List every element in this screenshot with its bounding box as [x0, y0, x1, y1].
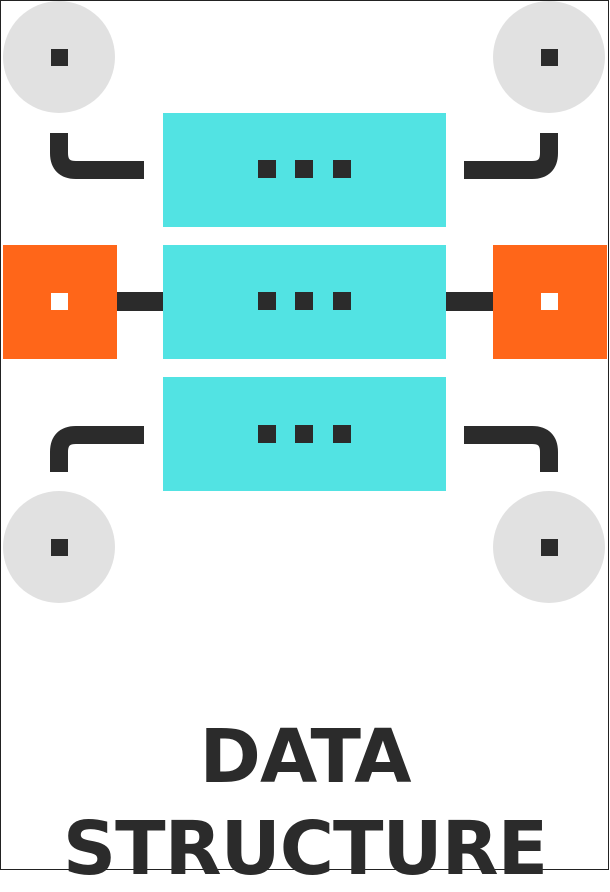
- indicator-dot: [333, 160, 351, 178]
- node-bottom-left: [3, 491, 115, 603]
- connector-top-left: [50, 133, 144, 179]
- indicator-dot: [333, 292, 351, 310]
- data-structure-diagram: [3, 1, 607, 603]
- indicator-dot: [258, 292, 276, 310]
- title-line-2: STRUCTURE: [62, 806, 548, 892]
- port-right: [493, 245, 607, 359]
- node-top-right: [493, 1, 605, 113]
- connector-top-right: [464, 133, 558, 179]
- indicator-dot: [295, 292, 313, 310]
- indicator-dot: [333, 425, 351, 443]
- title-line-1: DATA: [199, 714, 412, 800]
- connector-bottom-right: [464, 426, 558, 472]
- server-block-top: [163, 113, 446, 227]
- connector-bottom-left: [50, 426, 144, 472]
- node-top-left: [3, 1, 115, 113]
- server-block-middle: [163, 245, 446, 359]
- indicator-dot: [295, 160, 313, 178]
- indicator-dot: [258, 425, 276, 443]
- indicator-dot: [258, 160, 276, 178]
- server-block-bottom: [163, 377, 446, 491]
- connector-middle-right: [445, 292, 493, 311]
- node-bottom-right: [493, 491, 605, 603]
- port-left: [3, 245, 117, 359]
- indicator-dot: [295, 425, 313, 443]
- connector-middle-left: [116, 292, 164, 311]
